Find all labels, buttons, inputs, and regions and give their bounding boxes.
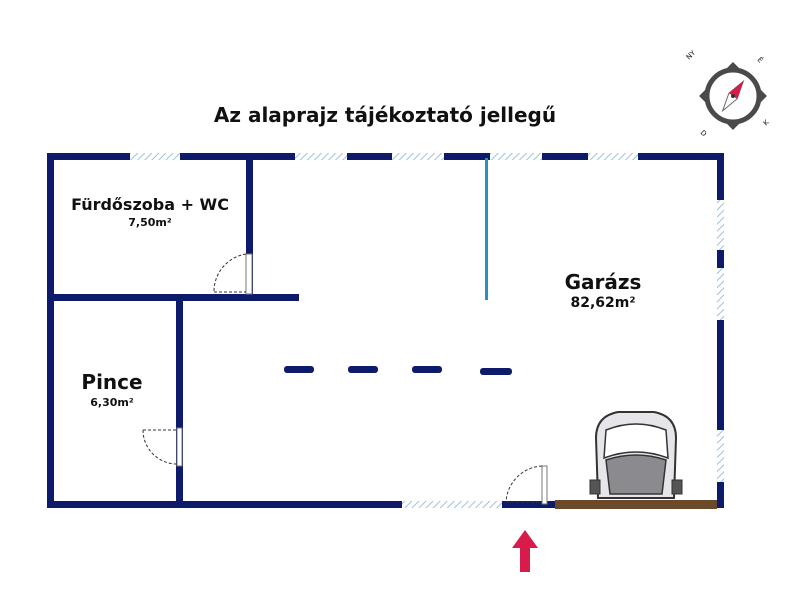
room-name: Fürdőszoba + WC <box>71 195 229 214</box>
compass-label-e: É <box>756 55 766 65</box>
room-name: Garázs <box>565 270 642 294</box>
door-pince <box>142 427 183 467</box>
partition-wall <box>485 158 488 300</box>
door-bathroom <box>213 253 253 295</box>
entrance-arrow-icon <box>512 530 538 572</box>
dashed-separator <box>284 366 512 375</box>
garage-door <box>555 500 717 509</box>
inner-walls <box>47 153 299 508</box>
door-entrance <box>505 465 548 505</box>
room-area: 7,50m² <box>128 216 172 229</box>
car-icon <box>589 411 683 499</box>
compass-icon: NY É D K <box>685 49 771 139</box>
windows-top <box>130 153 638 160</box>
room-area: 82,62m² <box>570 295 635 311</box>
outer-walls <box>47 153 724 508</box>
page-title: Az alaprajz tájékoztató jellegű <box>214 103 556 127</box>
room-garazs: Garázs 82,62m² <box>565 270 642 311</box>
compass-label-ny: NY <box>685 49 698 62</box>
compass-label-d: D <box>699 129 708 138</box>
room-area: 6,30m² <box>90 396 134 409</box>
window-bottom <box>402 501 502 508</box>
room-name: Pince <box>81 370 142 394</box>
room-furdoszoba: Fürdőszoba + WC 7,50m² <box>71 195 229 229</box>
room-pince: Pince 6,30m² <box>81 370 142 409</box>
windows-right <box>717 200 724 482</box>
compass-label-k: K <box>762 118 771 127</box>
